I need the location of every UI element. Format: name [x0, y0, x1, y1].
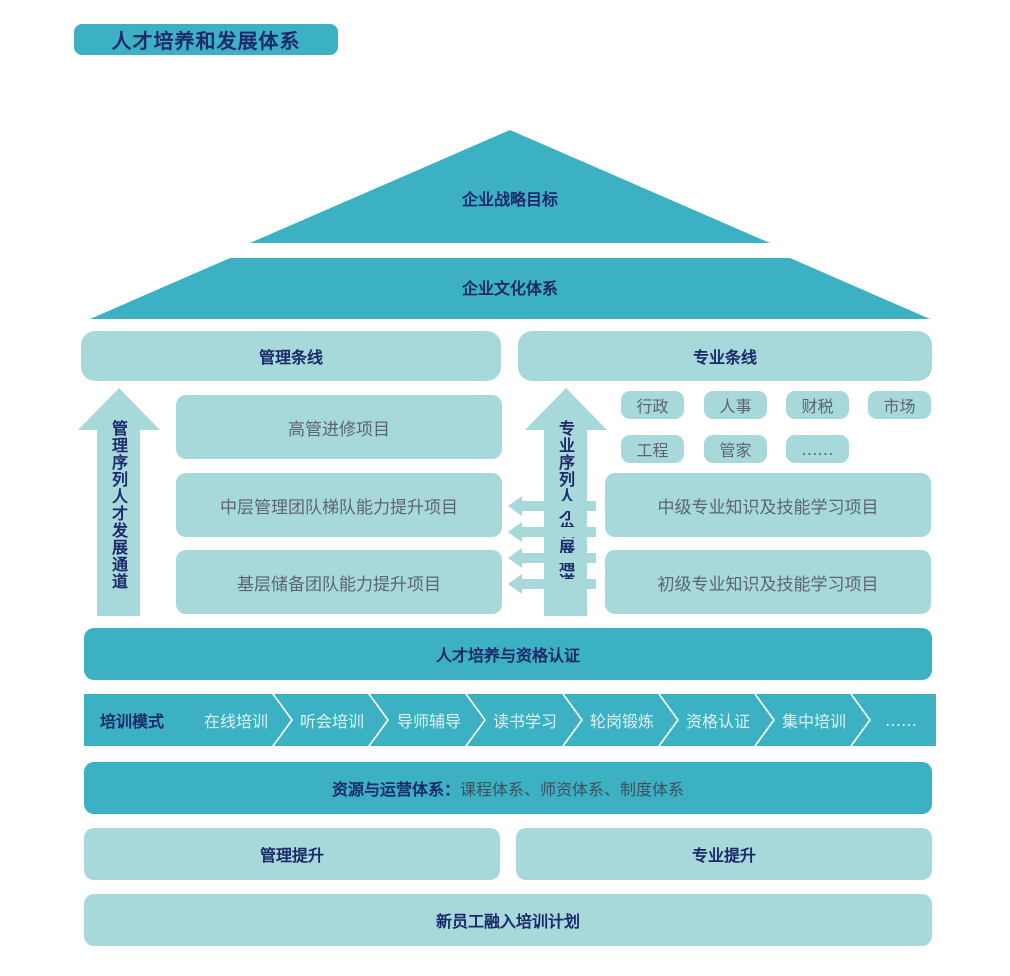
roof-culture-band	[90, 258, 930, 319]
management-project-middle: 中层管理团队梯队能力提升项目	[176, 473, 502, 537]
management-project-base: 基层储备团队能力提升项目	[176, 550, 502, 614]
professional-tag-hr: 人事	[704, 391, 767, 419]
training-mode-chevron	[178, 694, 291, 746]
roof-graphic	[90, 130, 930, 319]
roof-culture-label: 企业文化体系	[461, 279, 558, 298]
management-arrow-label: 管理序列人才发展通道	[111, 419, 128, 591]
training-mode-certification: 资格认证	[685, 712, 750, 731]
training-modes-graphic	[84, 694, 936, 746]
training-mode-rotation: 轮岗锻炼	[589, 712, 654, 731]
training-mode-lecture: 听会培训	[299, 712, 364, 731]
training-mode-chevron	[756, 694, 869, 746]
training-mode-chevron	[274, 694, 387, 746]
management-up-arrow	[78, 388, 160, 616]
training-mode-online: 在线培训	[203, 712, 268, 731]
management-improvement-box: 管理提升	[84, 828, 500, 880]
page-title: 人才培养和发展体系	[74, 24, 338, 55]
professional-tag-butler: 管家	[704, 435, 767, 463]
new-employee-plan-box: 新员工融入培训计划	[84, 894, 932, 946]
transfer-arrow	[508, 522, 596, 542]
transfer-arrows	[508, 496, 596, 594]
professional-tag-market: 市场	[868, 391, 931, 419]
resources-band: 资源与运营体系： 课程体系、师资体系、制度体系	[84, 762, 932, 814]
professional-tag-admin: 行政	[621, 391, 684, 419]
roof-top-label: 企业战略目标	[461, 190, 558, 209]
training-mode-centralized: 集中培训	[781, 712, 846, 731]
training-mode-chevron	[467, 694, 581, 746]
training-mode-chevron	[370, 694, 484, 746]
professional-line-header: 专业条线	[518, 331, 932, 381]
training-mode-reading: 读书学习	[492, 712, 557, 731]
transfer-arrow	[508, 574, 596, 594]
training-mode-label: 培训模式	[99, 712, 164, 731]
training-label-chevron	[84, 694, 197, 746]
transfer-arrow	[508, 496, 596, 516]
training-mode-more: ……	[885, 710, 917, 730]
professional-improvement-box: 专业提升	[516, 828, 932, 880]
transfer-arrow	[508, 548, 596, 568]
training-mode-chevron	[660, 694, 773, 746]
resources-text: 课程体系、师资体系、制度体系	[460, 780, 685, 799]
professional-project-junior: 初级专业知识及技能学习项目	[605, 550, 931, 614]
professional-project-intermediate: 中级专业知识及技能学习项目	[605, 473, 931, 537]
roof-top-triangle	[250, 130, 770, 243]
professional-tag-engineering: 工程	[621, 435, 684, 463]
management-project-senior: 高管进修项目	[176, 395, 502, 459]
talent-certification-band: 人才培养与资格认证	[84, 628, 932, 680]
professional-tag-more: ……	[786, 435, 849, 463]
training-mode-mentor: 导师辅导	[396, 712, 461, 731]
training-mode-chevron	[564, 694, 677, 746]
training-mode-chevron	[852, 694, 936, 746]
management-line-header: 管理条线	[81, 331, 501, 381]
professional-tag-finance: 财税	[786, 391, 849, 419]
resources-label: 资源与运营体系：	[331, 780, 460, 799]
